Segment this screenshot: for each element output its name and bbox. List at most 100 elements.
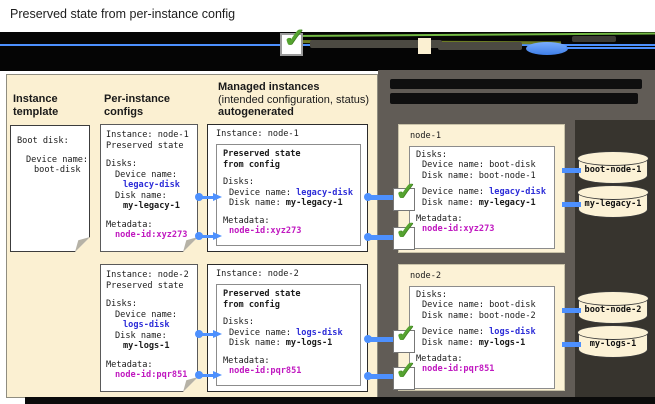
disk-label: boot-node-2 — [584, 305, 642, 315]
vm-card-title: node-1 — [410, 131, 442, 141]
connector-dot — [195, 371, 203, 379]
connector-dot — [364, 233, 372, 241]
connector-bar — [562, 342, 581, 347]
checkmark-icon: ✓ — [280, 25, 306, 56]
preserved-state-line: Preserved state — [106, 280, 184, 291]
checkmark-icon: ✓ — [393, 180, 416, 211]
instance-template-card: Boot disk: Device name: boot-disk — [10, 125, 90, 252]
arrow-right-icon — [213, 329, 222, 338]
metadata-label: Metadata: — [223, 355, 270, 366]
disk-name-value: my-legacy-1 — [285, 198, 343, 208]
checkmark-icon: ✓ — [393, 219, 416, 250]
diagram-title: Preserved state from per-instance config — [10, 7, 236, 21]
legend-label-bar-2 — [438, 42, 522, 50]
boot-device-line: Device name:boot-disk — [416, 160, 554, 170]
disks-label: Disks: — [416, 290, 448, 300]
metadata-value: node-id:pqr851 — [229, 366, 302, 376]
device-name-value: legacy-disk — [489, 187, 547, 198]
stateful-device-line: Device name:legacy-disk — [416, 187, 554, 197]
connector-bar — [562, 308, 581, 313]
connector-bar — [368, 337, 395, 342]
connector-line — [201, 195, 215, 199]
connector-dot — [195, 193, 203, 201]
per-instance-config-card-node-2: Instance: node-2 Preserved state Disks: … — [100, 264, 198, 392]
connector-dot — [195, 330, 203, 338]
arrow-right-icon — [213, 231, 222, 240]
device-name-label: Device name: — [229, 327, 292, 338]
vm-panel-header-bar-2 — [390, 93, 638, 104]
connector-line — [201, 234, 215, 238]
check-glyph: ✓ — [395, 320, 416, 348]
disk-label: boot-node-1 — [584, 165, 642, 175]
disk-name-value: boot-node-1 — [478, 170, 536, 181]
device-name-value: logs-disk — [296, 327, 343, 338]
connector-dot — [364, 372, 372, 380]
legend-label-bar-1 — [310, 40, 442, 48]
connector-bar — [368, 235, 395, 240]
vm-card-title: node-2 — [410, 271, 442, 281]
disks-label: Disks: — [223, 317, 255, 327]
disk-label: my-logs-1 — [589, 339, 637, 349]
checkmark-icon: ✓ — [393, 359, 416, 390]
boot-disk-line: Disk name:boot-node-2 — [416, 311, 554, 321]
disk-name-label: Disk name: — [115, 190, 167, 201]
disk-name-value: my-legacy-1 — [478, 197, 536, 208]
vm-card-node-1: node-1 Disks: Device name:boot-disk Disk… — [398, 124, 565, 253]
preserved-state-line: Preserved state — [106, 140, 184, 151]
header-line: Managed instances — [218, 81, 320, 93]
preserved-state-box: Preserved state from config Disks: Devic… — [216, 144, 361, 246]
header-line: configs — [104, 105, 144, 118]
device-name-label: Device name: — [422, 327, 485, 338]
disk-name-value: my-logs-1 — [478, 337, 526, 348]
vm-config-box: Disks: Device name:boot-disk Disk name:b… — [409, 286, 555, 389]
device-name-label: Device name: — [26, 154, 89, 165]
instance-line: Instance: node-2 — [106, 270, 189, 280]
stateful-disk-pill-icon — [526, 42, 568, 55]
arrow-right-icon — [213, 370, 222, 379]
managed-instance-card-node-2: Instance: node-2 Preserved state from co… — [207, 264, 368, 392]
stateful-disk-line: Disk name: my-legacy-1 — [416, 198, 554, 208]
disk-name-label: Disk name: — [229, 338, 281, 348]
disk-cylinder-icon: boot-node-2 — [577, 291, 649, 324]
disk-name-label: Disk name: — [422, 197, 474, 208]
managed-card-title: Instance: node-1 — [216, 129, 299, 139]
metadata-label: Metadata: — [223, 215, 270, 226]
device-name-value: legacy-disk — [123, 180, 180, 190]
boot-device-line: Device name:boot-disk — [416, 300, 554, 310]
stateful-disk-line: Disk name: my-logs-1 — [416, 338, 554, 348]
device-name-value: legacy-disk — [296, 187, 354, 198]
metadata-label: Metadata: — [416, 354, 463, 365]
disk-cylinder-icon: my-legacy-1 — [577, 185, 649, 218]
column-header-per-instance-configs: Per-instance configs — [104, 93, 170, 118]
connector-bar — [368, 195, 395, 200]
disk-cylinder-icon: my-logs-1 — [577, 325, 649, 358]
disk-name-value: my-logs-1 — [285, 338, 333, 348]
metadata-value: node-id:xyz273 — [229, 226, 302, 236]
column-header-instance-template: Instance template — [13, 93, 58, 118]
device-name-value: logs-disk — [489, 327, 536, 338]
check-glyph: ✓ — [283, 23, 306, 53]
device-name-value: logs-disk — [123, 320, 170, 330]
header-line: template — [13, 105, 59, 118]
device-name-value: boot-disk — [34, 165, 81, 175]
disk-name-line: Disk name: my-logs-1 — [223, 338, 360, 349]
metadata-value: node-id:xyz273 — [422, 224, 495, 235]
preserved-state-swatch-icon — [418, 38, 431, 54]
instance-line: Instance: node-1 — [106, 130, 189, 140]
disk-name-label: Disk name: — [115, 330, 167, 341]
header-line: autogenerated — [218, 106, 294, 118]
device-name-label: Device name: — [422, 160, 485, 171]
connector-line — [201, 332, 215, 336]
device-name-label: Device name: — [115, 169, 178, 180]
preserved-state-line: Preserved state — [223, 289, 301, 299]
preserved-state-line: from config — [223, 159, 280, 170]
device-name-line: Device name:legacy-disk — [223, 188, 360, 199]
disk-name-label: Disk name: — [229, 198, 281, 208]
disk-name-label: Disk name: — [422, 337, 474, 348]
device-name-value: boot-disk — [489, 300, 536, 311]
metadata-value: node-id:pqr851 — [115, 370, 188, 380]
device-name-label: Device name: — [115, 309, 178, 320]
checkmark-icon: ✓ — [393, 322, 416, 353]
disk-label: my-legacy-1 — [584, 199, 642, 209]
